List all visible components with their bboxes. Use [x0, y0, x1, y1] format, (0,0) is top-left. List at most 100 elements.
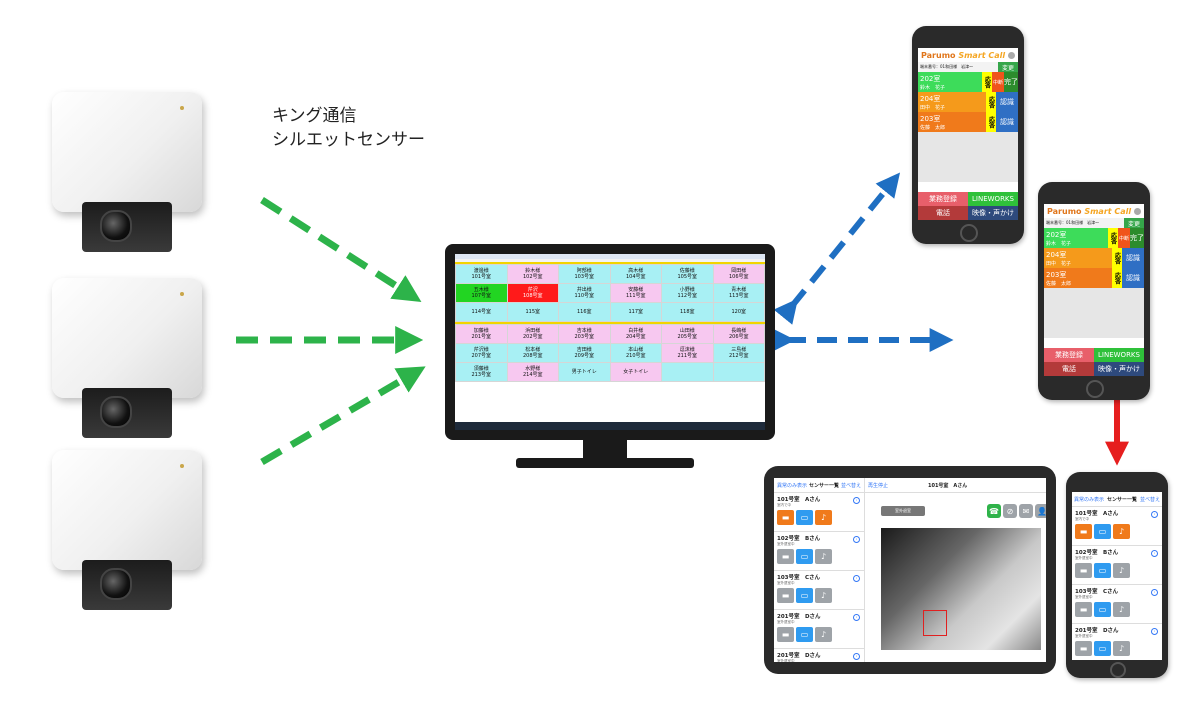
recognize-button[interactable]: 認識	[1122, 268, 1144, 288]
video-call-button[interactable]: 映像・声かけ	[1094, 362, 1144, 376]
home-button-icon[interactable]	[960, 224, 978, 242]
ack-badge[interactable]: 応答	[982, 72, 992, 92]
event-row[interactable]: 204室田中 花子 応答 認識	[918, 92, 1018, 112]
room-cell[interactable]: 116室	[559, 303, 610, 321]
ack-badge[interactable]: 応答	[986, 92, 996, 112]
sort-link[interactable]: 並べ替え	[1140, 496, 1161, 503]
phone-button[interactable]: 電話	[918, 206, 968, 220]
ack-badge[interactable]: 応答	[1112, 248, 1122, 268]
info-icon[interactable]: i	[853, 536, 860, 543]
ack-badge[interactable]: 応答	[1108, 228, 1118, 248]
room-cell-number: 女子トイレ	[623, 369, 649, 375]
event-row[interactable]: 203室佐藤 太郎 応答 認識	[1044, 268, 1144, 288]
info-icon[interactable]: i	[853, 653, 860, 660]
change-button[interactable]: 変更	[997, 62, 1018, 72]
room-cell[interactable]: 117室	[610, 303, 661, 321]
recognize-button[interactable]: 認識	[996, 112, 1018, 132]
room-cell[interactable]: 120室	[713, 303, 764, 321]
complete-button[interactable]: 完了	[1004, 72, 1018, 92]
settings-icon[interactable]	[1134, 207, 1141, 215]
pause-button[interactable]: 中断	[992, 72, 1004, 92]
video-call-button[interactable]: 映像・声かけ	[968, 206, 1018, 220]
info-icon[interactable]: i	[1151, 550, 1158, 557]
phone-call-icon[interactable]: ☎	[987, 504, 1001, 518]
lineworks-button[interactable]: LINEWORKS	[968, 192, 1018, 206]
event-row[interactable]: 203室佐藤 太郎 応答 認識	[918, 112, 1018, 132]
no-entry-icon[interactable]: ⊘	[1003, 504, 1017, 518]
recognize-button[interactable]: 認識	[996, 92, 1018, 112]
settings-icon[interactable]	[1008, 51, 1015, 59]
info-icon[interactable]: i	[853, 614, 860, 621]
abnormal-only-link[interactable]: 異常のみ表示	[777, 482, 808, 489]
room-cell[interactable]: 114号室	[456, 303, 507, 321]
recognize-button[interactable]: 認識	[1122, 248, 1144, 268]
complete-button[interactable]: 完了	[1130, 228, 1144, 248]
home-button-icon[interactable]	[1110, 662, 1126, 678]
room-cell[interactable]: 女子トイレ	[610, 363, 661, 381]
event-row[interactable]: 202室鈴木 花子 応答 中断 完了	[1044, 228, 1144, 248]
register-button[interactable]: 業務登録	[918, 192, 968, 206]
event-row[interactable]: 204室田中 花子 応答 認識	[1044, 248, 1144, 268]
phone-button[interactable]: 電話	[1044, 362, 1094, 376]
person-icon[interactable]: 👤	[1035, 504, 1046, 518]
change-button[interactable]: 変更	[1123, 218, 1144, 228]
event-row[interactable]: 202室鈴木 花子 応答 中断 完了	[918, 72, 1018, 92]
home-button-icon[interactable]	[1086, 380, 1104, 398]
sort-link[interactable]: 並べ替え	[841, 482, 862, 489]
pause-button[interactable]: 中断	[1118, 228, 1130, 248]
status-button[interactable]: 室外退室	[881, 506, 925, 516]
lineworks-button[interactable]: LINEWORKS	[1094, 348, 1144, 362]
room-cell[interactable]	[713, 363, 764, 381]
room-cell[interactable]: 115室	[507, 303, 558, 321]
info-icon[interactable]: i	[1151, 589, 1158, 596]
ack-badge[interactable]: 応答	[1112, 268, 1122, 288]
info-icon[interactable]: i	[1151, 628, 1158, 635]
room-cell[interactable]: 118室	[662, 303, 713, 321]
register-button[interactable]: 業務登録	[1044, 348, 1094, 362]
abnormal-only-link[interactable]: 異常のみ表示	[1074, 496, 1105, 503]
room-cell[interactable]	[662, 363, 713, 381]
room-cell[interactable]: 男子トイレ	[559, 363, 610, 381]
stop-playback-link[interactable]: 再生停止	[868, 482, 889, 489]
info-icon[interactable]: i	[1151, 511, 1158, 518]
ack-badge[interactable]: 応答	[986, 112, 996, 132]
info-icon[interactable]: i	[853, 575, 860, 582]
info-icon[interactable]: i	[853, 497, 860, 504]
mail-icon[interactable]: ✉	[1019, 504, 1033, 518]
